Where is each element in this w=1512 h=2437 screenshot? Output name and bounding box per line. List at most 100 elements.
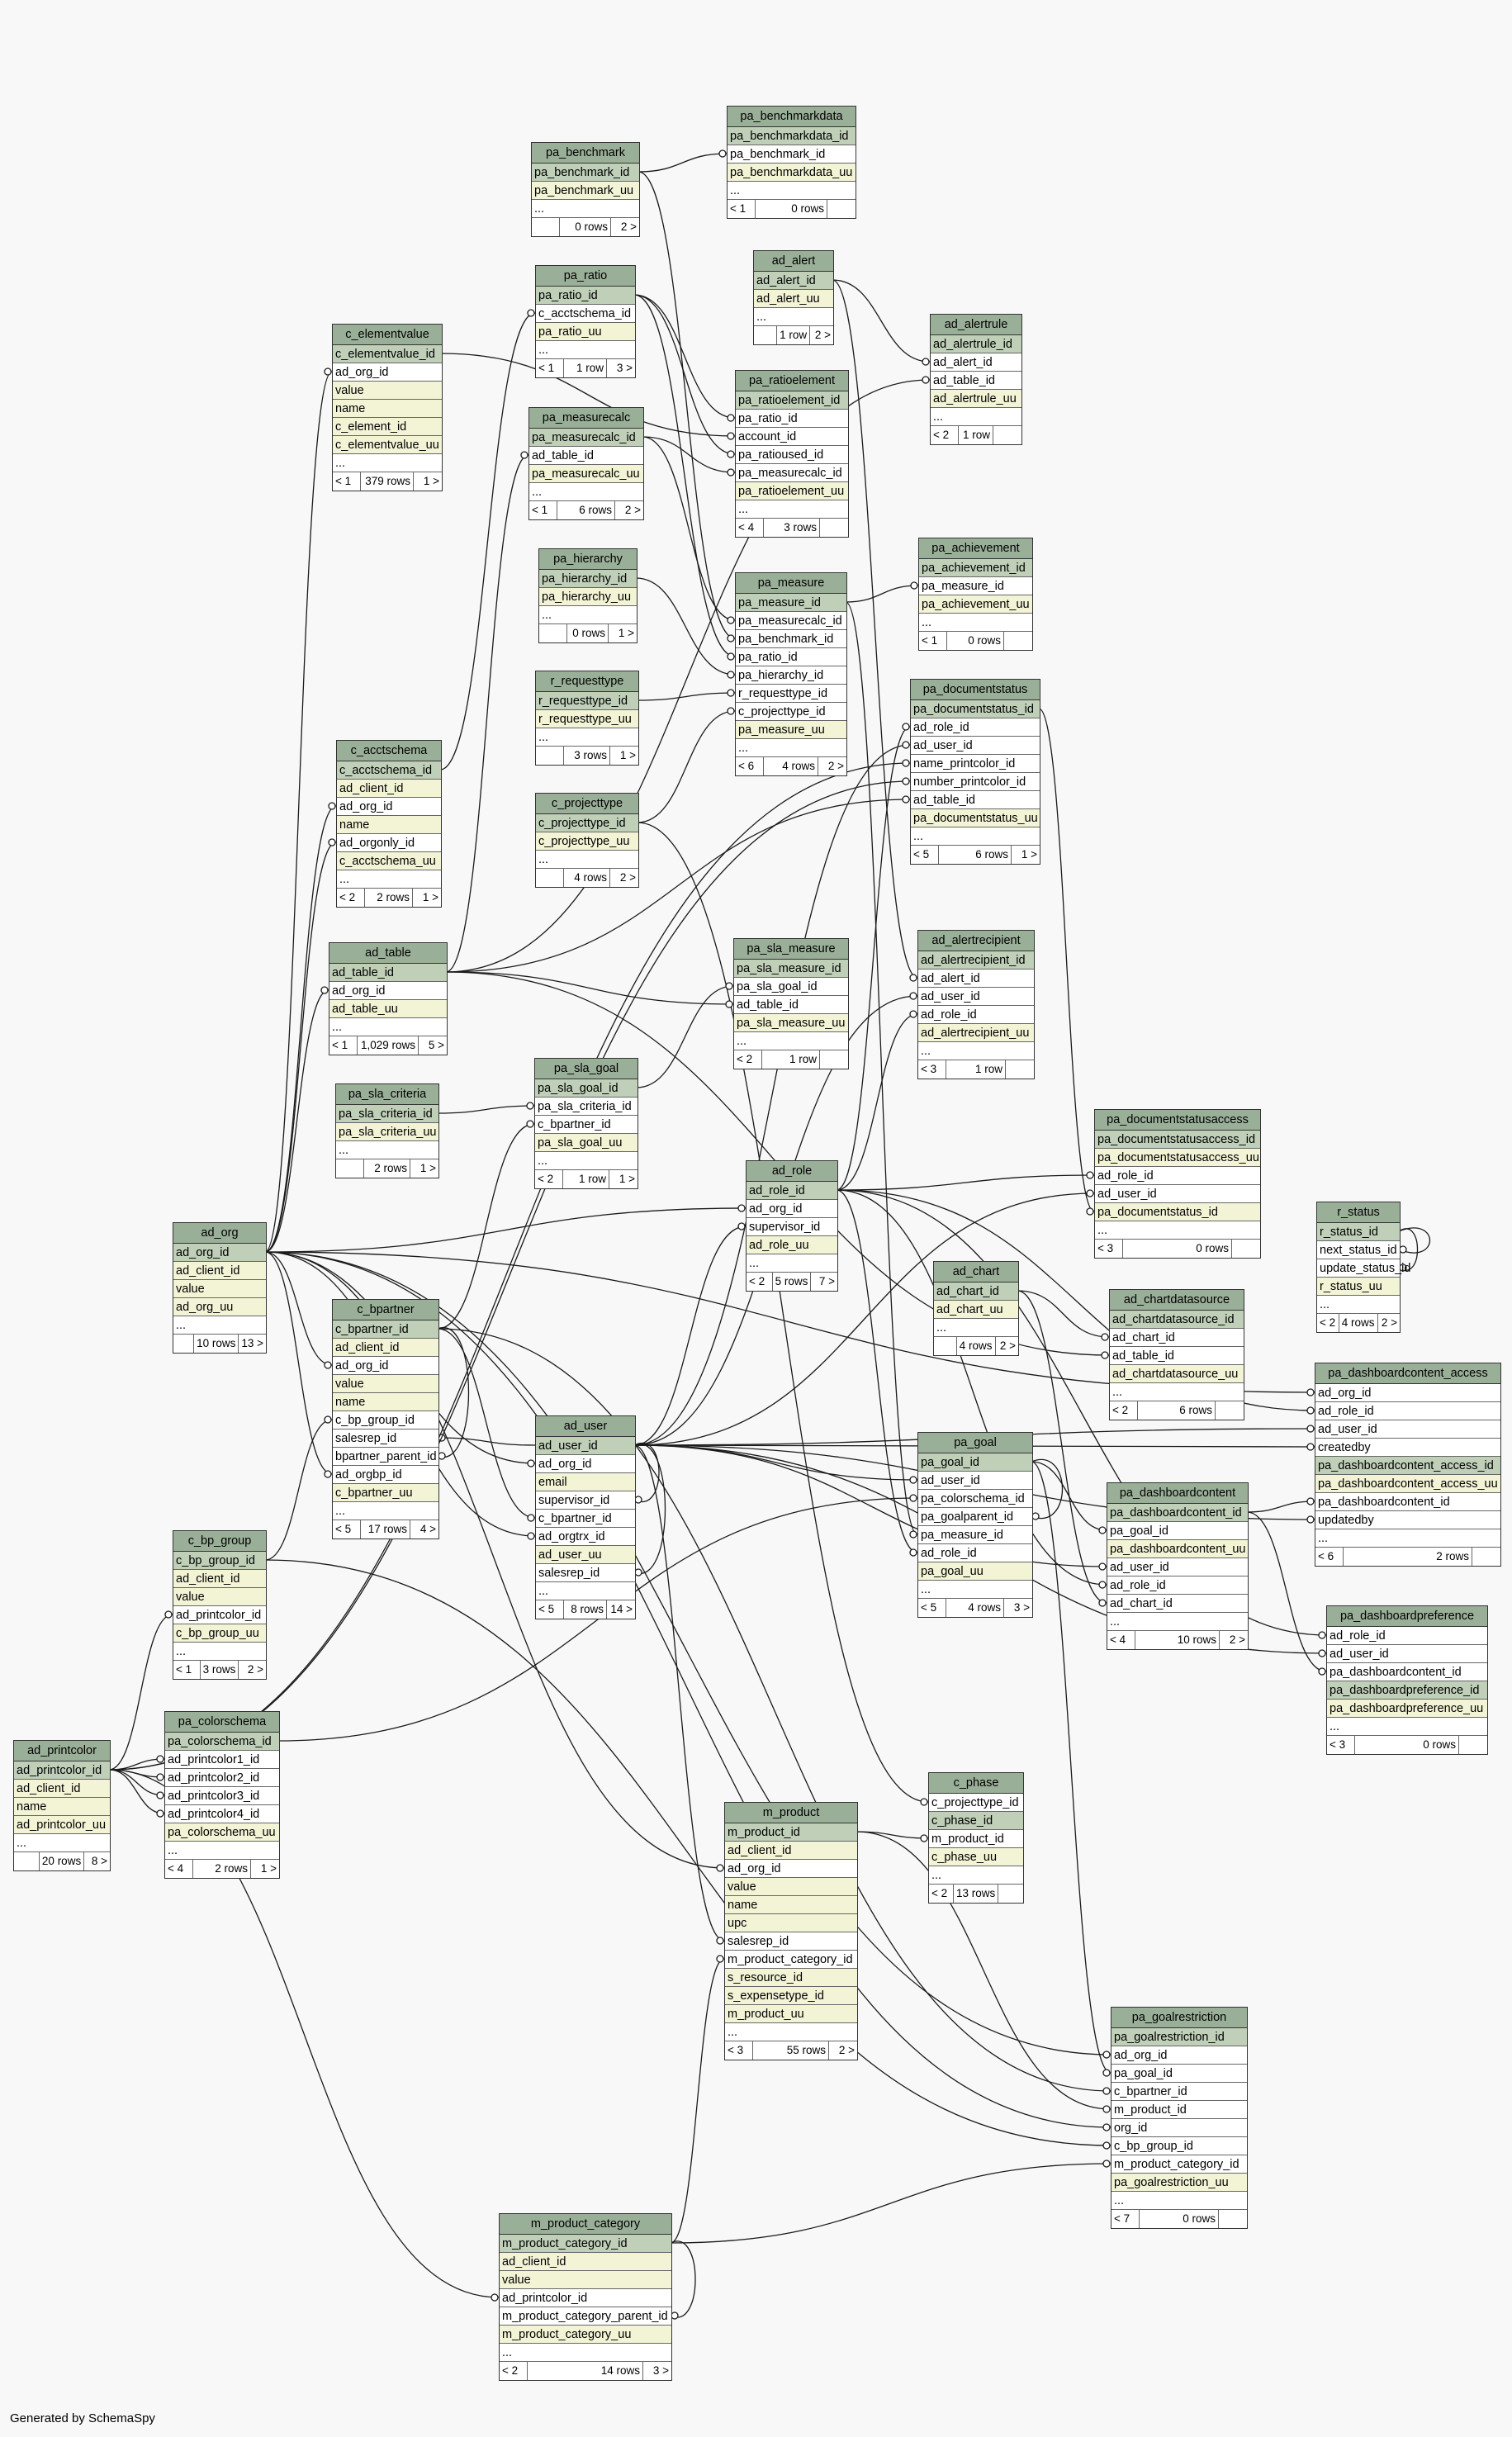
column-row[interactable]: name: [725, 1896, 857, 1914]
column-row[interactable]: ad_role_id: [1095, 1167, 1260, 1185]
column-row[interactable]: c_phase_uu: [929, 1848, 1023, 1866]
column-row[interactable]: c_element_id: [333, 418, 442, 436]
column-row[interactable]: pa_ratio_uu: [536, 323, 635, 341]
table-name[interactable]: pa_benchmarkdata: [728, 107, 856, 127]
column-row[interactable]: ad_org_id: [747, 1200, 837, 1218]
children-link[interactable]: [820, 1050, 848, 1069]
column-row[interactable]: supervisor_id: [747, 1218, 837, 1236]
more-columns-row[interactable]: ...: [165, 1842, 279, 1860]
column-row[interactable]: bpartner_parent_id: [333, 1448, 438, 1466]
more-columns-row[interactable]: ...: [539, 606, 637, 624]
more-columns-row[interactable]: ...: [535, 1152, 638, 1170]
children-link[interactable]: [827, 200, 856, 218]
column-row[interactable]: ad_org_id: [337, 798, 441, 816]
column-row[interactable]: ad_role_id: [747, 1182, 837, 1200]
table-name[interactable]: pa_sla_criteria: [336, 1084, 438, 1105]
column-row[interactable]: pa_colorschema_id: [165, 1733, 279, 1751]
column-row[interactable]: ad_role_id: [1315, 1402, 1500, 1420]
column-row[interactable]: pa_benchmark_id: [532, 164, 639, 182]
column-row[interactable]: pa_dashboardcontent_id: [1315, 1493, 1500, 1511]
column-row[interactable]: name: [14, 1798, 110, 1816]
column-row[interactable]: c_acctschema_id: [337, 761, 441, 780]
children-link[interactable]: 2 >: [624, 504, 641, 516]
column-row[interactable]: number_printcolor_id: [911, 773, 1040, 791]
parents-link[interactable]: < 2: [931, 426, 959, 444]
column-row[interactable]: ad_org_id: [725, 1860, 857, 1878]
column-row[interactable]: pa_sla_measure_id: [734, 960, 848, 978]
column-row[interactable]: pa_sla_criteria_uu: [336, 1123, 438, 1141]
more-columns-row[interactable]: ...: [329, 1018, 447, 1036]
column-row[interactable]: c_bpartner_id: [535, 1116, 638, 1134]
column-row[interactable]: pa_benchmarkdata_id: [728, 127, 856, 145]
children-link[interactable]: 4 >: [419, 1523, 436, 1535]
column-row[interactable]: ad_printcolor_id: [500, 2289, 671, 2307]
column-row[interactable]: pa_measurecalc_id: [736, 464, 848, 482]
column-row[interactable]: updatedby: [1315, 1511, 1500, 1529]
column-row[interactable]: pa_benchmark_uu: [532, 182, 639, 200]
children-link[interactable]: 2 >: [619, 871, 636, 884]
parents-link[interactable]: < 4: [736, 519, 764, 537]
parents-link[interactable]: < 2: [337, 889, 365, 907]
table-name[interactable]: pa_documentstatusaccess: [1095, 1110, 1260, 1131]
column-row[interactable]: pa_measure_id: [918, 1526, 1032, 1544]
column-row[interactable]: name: [333, 400, 442, 418]
column-row[interactable]: pa_colorschema_uu: [165, 1823, 279, 1842]
parents-link[interactable]: < 1: [529, 501, 557, 519]
parents-link[interactable]: < 2: [734, 1050, 762, 1069]
column-row[interactable]: upc: [725, 1914, 857, 1932]
children-link[interactable]: 1 >: [423, 475, 439, 487]
column-row[interactable]: ad_table_id: [529, 447, 643, 465]
children-link[interactable]: [1006, 1060, 1034, 1079]
column-row[interactable]: ad_org_id: [333, 1357, 438, 1375]
column-row[interactable]: r_requesttype_uu: [536, 710, 638, 728]
children-link[interactable]: 3 >: [1013, 1601, 1030, 1614]
table-name[interactable]: pa_sla_measure: [734, 939, 848, 960]
parents-link[interactable]: < 6: [1315, 1548, 1344, 1566]
column-row[interactable]: pa_sla_goal_uu: [535, 1134, 638, 1152]
column-row[interactable]: createdby: [1315, 1439, 1500, 1457]
column-row[interactable]: supervisor_id: [536, 1491, 635, 1510]
column-row[interactable]: pa_hierarchy_uu: [539, 588, 637, 606]
parents-link[interactable]: < 7: [1111, 2210, 1140, 2228]
more-columns-row[interactable]: ...: [529, 483, 643, 501]
more-columns-row[interactable]: ...: [911, 827, 1040, 846]
column-row[interactable]: email: [536, 1473, 635, 1491]
column-row[interactable]: ad_chartdatasource_id: [1110, 1311, 1244, 1329]
parents-link[interactable]: < 3: [1327, 1736, 1355, 1754]
column-row[interactable]: pa_dashboardcontent_id: [1107, 1504, 1248, 1522]
column-row[interactable]: pa_measure_uu: [736, 721, 846, 739]
children-link[interactable]: [1472, 1548, 1500, 1566]
column-row[interactable]: pa_benchmark_id: [736, 630, 846, 648]
column-row[interactable]: pa_dashboardcontent_access_uu: [1315, 1475, 1500, 1493]
column-row[interactable]: r_requesttype_id: [536, 692, 638, 710]
column-row[interactable]: pa_sla_goal_id: [734, 978, 848, 996]
column-row[interactable]: pa_ratio_id: [736, 410, 848, 428]
column-row[interactable]: account_id: [736, 428, 848, 446]
table-name[interactable]: pa_dashboardcontent: [1107, 1483, 1248, 1504]
column-row[interactable]: ad_alert_id: [931, 353, 1021, 372]
column-row[interactable]: value: [725, 1878, 857, 1896]
more-columns-row[interactable]: ...: [931, 408, 1021, 426]
parents-link[interactable]: < 5: [536, 1600, 564, 1619]
column-row[interactable]: ad_printcolor_id: [14, 1761, 110, 1780]
table-name[interactable]: ad_chart: [934, 1262, 1018, 1283]
more-columns-row[interactable]: ...: [725, 2023, 857, 2041]
parents-link[interactable]: [934, 1337, 957, 1355]
parents-link[interactable]: < 1: [333, 472, 361, 491]
table-name[interactable]: pa_measurecalc: [529, 408, 643, 429]
column-row[interactable]: ad_org_id: [1315, 1384, 1500, 1402]
table-name[interactable]: pa_documentstatus: [911, 680, 1040, 700]
column-row[interactable]: ad_user_id: [1107, 1558, 1248, 1576]
